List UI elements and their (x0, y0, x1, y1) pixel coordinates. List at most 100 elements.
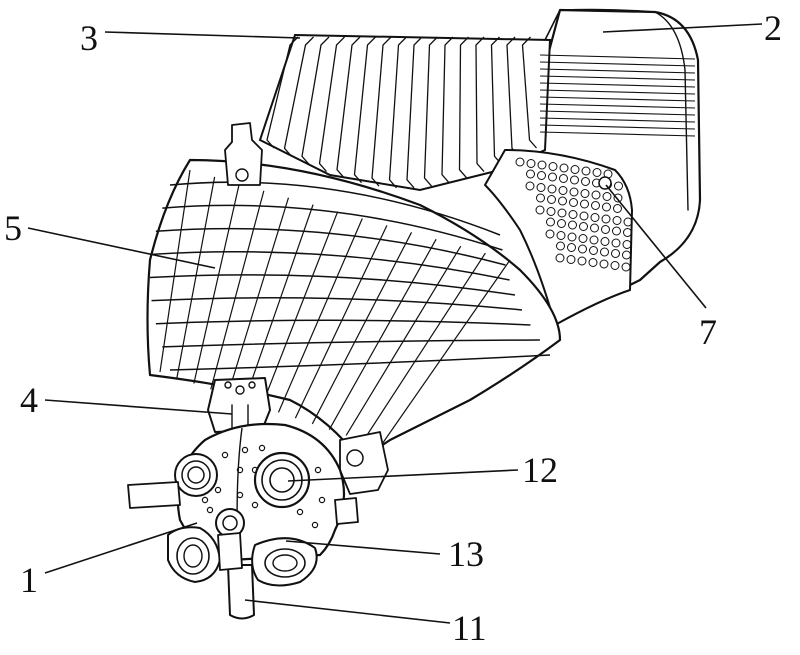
honeycomb-hole (589, 235, 599, 245)
honeycomb-hole (578, 244, 587, 254)
grille-rib (155, 319, 531, 326)
honeycomb-hole (567, 243, 576, 252)
mount-hole-icon (598, 176, 612, 190)
leader-12 (287, 469, 519, 482)
fin-line (336, 36, 361, 179)
honeycomb-hole (601, 214, 611, 224)
grille-rib (162, 204, 503, 251)
honeycomb-hole (526, 169, 535, 179)
fin-line (301, 36, 330, 165)
fin-line (371, 36, 392, 187)
sphere-dot (214, 486, 222, 494)
leader-3 (104, 31, 301, 39)
grille-rib (151, 297, 523, 311)
honeycomb-hole (569, 198, 578, 207)
fin-line (283, 36, 314, 157)
fin-edge-line (539, 110, 696, 116)
fin-line (458, 36, 469, 179)
grille-spoke (294, 225, 388, 419)
grille-spoke (159, 169, 191, 373)
honeycomb-hole (591, 190, 601, 200)
honeycomb-hole (568, 220, 577, 230)
fin-edge-line (539, 54, 696, 60)
sphere-dot (206, 506, 214, 514)
honeycomb-hole (599, 259, 609, 269)
grille-rib (162, 339, 540, 348)
fin-edge-line (539, 96, 696, 102)
leader-7 (605, 184, 707, 309)
sphere-dot (314, 466, 322, 474)
honeycomb-hole (537, 171, 546, 180)
honeycomb-hole (537, 160, 547, 170)
honeycomb-hole (613, 204, 622, 213)
honeycomb-hole (548, 162, 558, 171)
fin-line (441, 36, 454, 184)
honeycomb-hole (568, 210, 578, 219)
grille-rib (151, 251, 510, 281)
honeycomb-hole (558, 186, 568, 195)
honeycomb-hole (577, 256, 587, 266)
fin-edge-line (539, 103, 696, 109)
honeycomb-hole (602, 192, 612, 201)
fin-line (353, 36, 376, 184)
side-pipes (127, 481, 359, 525)
honeycomb-hole (580, 199, 589, 209)
honeycomb-hole (579, 222, 588, 231)
fin-line (406, 36, 423, 189)
part-7-honeycomb-panel (484, 149, 633, 326)
honeycomb-hole (611, 249, 620, 258)
fin-line (521, 36, 537, 149)
honeycomb-hole (556, 231, 566, 240)
honeycomb-hole (610, 261, 620, 270)
honeycomb-hole (546, 207, 556, 216)
grille-rib (149, 274, 516, 296)
sphere-dot (258, 444, 266, 452)
honeycomb-hole (622, 250, 631, 260)
part-11-pipe (217, 532, 255, 620)
label-11: 11 (452, 608, 487, 648)
honeycomb-hole (600, 237, 610, 246)
side-bracket (339, 431, 389, 495)
grille-spoke (227, 197, 290, 396)
leader-5 (27, 227, 216, 269)
fin-edge-line (539, 89, 696, 95)
honeycomb-hole (578, 234, 588, 243)
sphere-dot (241, 446, 249, 454)
honeycomb-hole (557, 208, 567, 218)
honeycomb-hole (580, 189, 590, 198)
grille-spoke (345, 245, 462, 436)
honeycomb-hole (535, 205, 545, 215)
fin-edge-line (539, 68, 696, 74)
honeycomb-hole (536, 193, 545, 203)
honeycomb-hole (567, 232, 577, 242)
honeycomb-hole (559, 163, 569, 173)
leader-13 (285, 540, 441, 555)
honeycomb-hole (566, 255, 576, 264)
grille-spoke (244, 204, 314, 402)
honeycomb-hole (546, 217, 555, 227)
fin-edge-line (539, 82, 696, 88)
honeycomb-hole (559, 174, 568, 183)
honeycomb-hole (581, 166, 591, 176)
fin-line (318, 36, 345, 172)
fin-line (475, 36, 485, 172)
honeycomb-hole (525, 181, 535, 191)
leader-2 (602, 23, 763, 33)
leader-4 (44, 399, 233, 415)
honeycomb-hole (602, 202, 611, 212)
label-1: 1 (20, 560, 38, 600)
honeycomb-hole (622, 240, 632, 249)
honeycomb-hole (592, 168, 602, 177)
leader-lines (27, 23, 763, 624)
label-4: 4 (20, 380, 38, 420)
label-5: 5 (4, 208, 22, 248)
grille-spoke (210, 190, 265, 390)
honeycomb-hole (614, 181, 623, 191)
honeycomb-hole (555, 253, 565, 263)
fin-line (266, 36, 299, 149)
sphere-dot (251, 501, 259, 509)
fin-edge-line (539, 131, 696, 137)
label-3: 3 (80, 18, 98, 58)
honeycomb-hole (623, 217, 633, 227)
